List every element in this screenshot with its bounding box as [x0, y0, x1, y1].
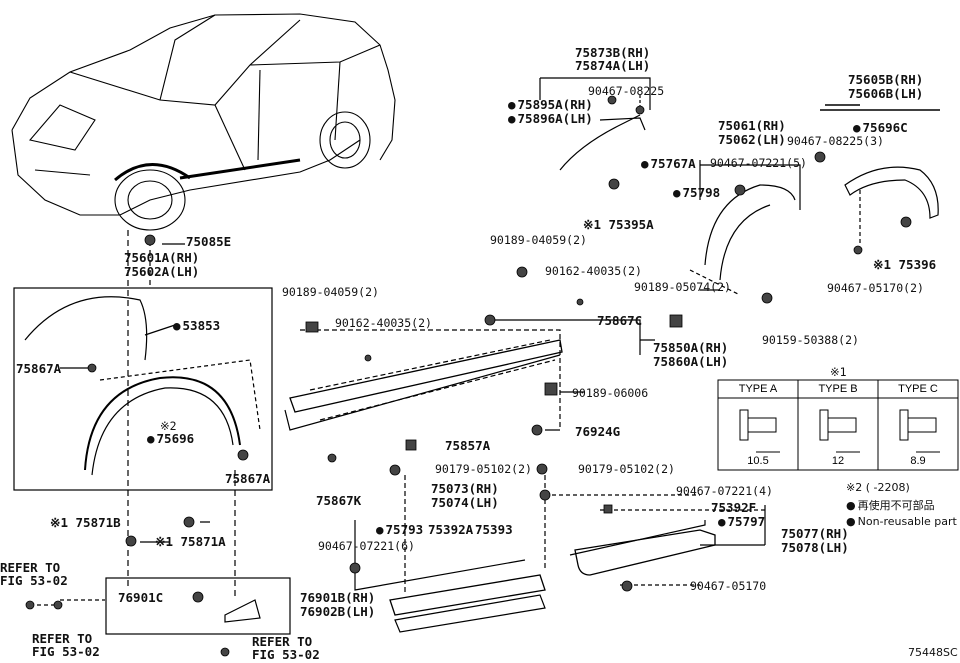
type-b-dim: 12: [831, 455, 845, 467]
garnish-box: [105, 577, 291, 635]
fender-group-box: [13, 287, 273, 491]
type-table-mark: ※1: [830, 365, 847, 379]
part-75696: 75696: [147, 432, 195, 445]
part-75078: 75078(LH): [781, 540, 849, 555]
clip-type-table: [717, 379, 959, 471]
part-90467-07221-6: 90467-07221(6): [318, 539, 415, 553]
part-75860a: 75860A(LH): [653, 354, 729, 369]
part-75602a: 75602A(LH): [124, 264, 200, 279]
part-75395a: ※1 75395A: [583, 217, 654, 232]
part-90467-07221-5: 90467-07221(5): [710, 156, 807, 170]
part-75896a: 75896A(LH): [508, 112, 593, 125]
type-b-header: TYPE B: [818, 383, 858, 395]
part-75867a-left: 75867A: [16, 361, 62, 376]
part-90467-07221-4: 90467-07221(4): [676, 484, 773, 498]
part-75867a-right: 75867A: [225, 471, 271, 486]
part-90162-40035-b: 90162-40035(2): [545, 264, 642, 278]
part-90179-05102-b: 90179-05102(2): [578, 462, 675, 476]
type-c-header: TYPE C: [898, 383, 938, 395]
part-75696c: 75696C: [853, 121, 908, 134]
part-75873b: 75873B(RH): [575, 45, 651, 60]
refer-to-1[interactable]: REFER TO: [0, 560, 61, 575]
note-non-reusable-jp: 再使用不可部品: [846, 499, 935, 512]
part-75606b: 75606B(LH): [848, 86, 924, 101]
part-75601a: 75601A(RH): [124, 250, 200, 265]
part-90467-05170-2: 90467-05170(2): [827, 281, 924, 295]
part-75767a: 75767A: [641, 157, 696, 170]
note-non-reusable-en: Non-reusable part: [846, 515, 957, 528]
part-75062: 75062(LH): [718, 132, 786, 147]
note-2: ※2 ( -2208): [846, 481, 910, 494]
part-76924g: 76924G: [575, 424, 621, 439]
mark-2: ※2: [160, 419, 177, 433]
part-75867k: 75867K: [316, 493, 362, 508]
refer-to-2[interactable]: REFER TO: [32, 631, 93, 646]
part-90189-04059-b: 90189-04059(2): [490, 233, 587, 247]
part-90159-50388: 90159-50388(2): [762, 333, 859, 347]
document-code: 75448SC: [908, 646, 958, 659]
type-a-dim: 10.5: [747, 455, 769, 467]
part-90189-04059-a: 90189-04059(2): [282, 285, 379, 299]
part-90467-08225: 90467-08225: [588, 84, 665, 98]
part-75396: ※1 75396: [873, 257, 937, 272]
part-75871b: ※1 75871B: [50, 515, 121, 530]
part-90189-05074: 90189-05074(2): [634, 280, 731, 294]
refer-to-3[interactable]: REFER TO: [252, 634, 313, 649]
part-53853: 53853: [173, 319, 221, 332]
part-75392f: 75392F: [711, 500, 757, 515]
part-90467-08225-3: 90467-08225(3): [787, 134, 884, 148]
part-75074: 75074(LH): [431, 495, 499, 510]
part-75857a: 75857A: [445, 438, 491, 453]
part-75393: 75393: [475, 522, 513, 537]
refer-fig-2[interactable]: FIG 53-02: [32, 644, 100, 659]
part-75073: 75073(RH): [431, 481, 499, 496]
part-90162-40035-a: 90162-40035(2): [335, 316, 432, 330]
part-75797: 75797: [718, 515, 766, 528]
part-76902b: 76902B(LH): [300, 604, 376, 619]
part-90179-05102-a: 90179-05102(2): [435, 462, 532, 476]
part-75867c: 75867C: [597, 313, 643, 328]
part-75871a: ※1 75871A: [155, 534, 226, 549]
part-76901c: 76901C: [118, 590, 164, 605]
vehicle-illustration: [11, 13, 396, 231]
part-75085e: 75085E: [186, 234, 232, 249]
refer-fig-1[interactable]: FIG 53-02: [0, 573, 68, 588]
part-75798: 75798: [673, 186, 721, 199]
part-75061: 75061(RH): [718, 118, 786, 133]
part-75895a: 75895A(RH): [508, 98, 593, 111]
part-90189-06006: 90189-06006: [572, 386, 649, 400]
type-c-dim: 8.9: [910, 455, 926, 467]
part-75850a: 75850A(RH): [653, 340, 729, 355]
part-75793: 75793: [376, 523, 424, 536]
part-75874a: 75874A(LH): [575, 58, 651, 73]
part-90467-05170: 90467-05170: [690, 579, 767, 593]
part-75392a: 75392A: [428, 522, 474, 537]
refer-fig-3[interactable]: FIG 53-02: [252, 647, 320, 662]
part-76901b: 76901B(RH): [300, 590, 376, 605]
type-a-header: TYPE A: [738, 383, 778, 395]
part-75077: 75077(RH): [781, 526, 849, 541]
part-75605b: 75605B(RH): [848, 72, 924, 87]
